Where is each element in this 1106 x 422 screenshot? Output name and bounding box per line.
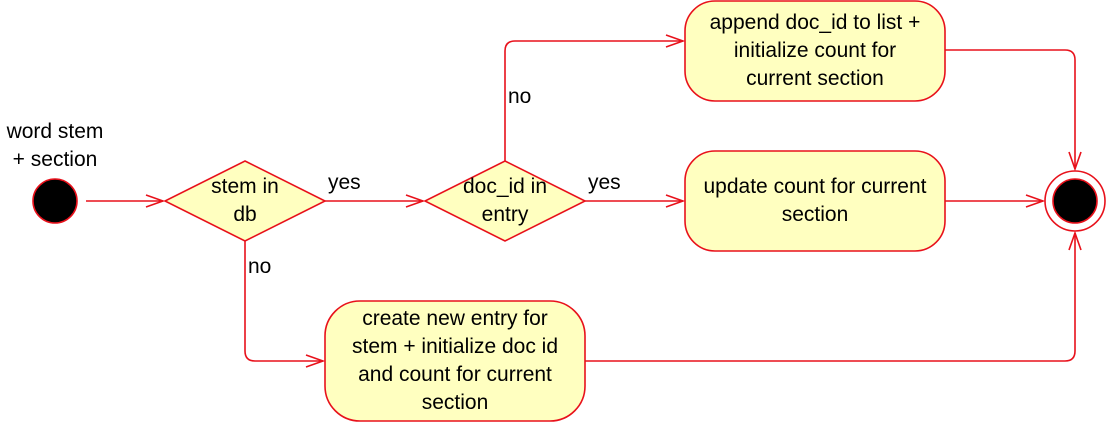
edge-label-d2-yes: yes xyxy=(588,171,621,194)
decision-doc-id-text: doc_id in entry xyxy=(445,173,565,229)
start-label-line1: word stem xyxy=(6,120,104,143)
decision-doc-id-in-entry xyxy=(423,160,587,242)
action-create-text: create new entry for stem + initialize d… xyxy=(325,301,585,421)
action-create-line2: stem + initialize doc id xyxy=(351,335,558,358)
edge-stem-in-db-no xyxy=(244,241,323,361)
decision-stem-in-db-text: stem in db xyxy=(185,173,305,229)
action-update-count xyxy=(684,150,946,252)
start-label: word stem + section xyxy=(0,118,110,174)
action-append-line1: append doc_id to list + xyxy=(709,11,921,34)
initial-node xyxy=(32,178,78,224)
action-append-line3: current section xyxy=(746,67,884,90)
final-node-center xyxy=(1052,178,1098,224)
decision-doc-id-line1: doc_id in xyxy=(462,175,548,198)
action-create-line3: and count for current xyxy=(358,363,552,386)
action-update-text: update count for current section xyxy=(685,151,945,251)
decision-stem-in-db xyxy=(163,160,327,242)
action-append-line2: initialize count for xyxy=(733,39,897,62)
decision-stem-in-db-line1: stem in xyxy=(211,175,279,198)
edge-label-d2-no: no xyxy=(508,85,532,108)
edge-append-to-end xyxy=(945,49,1075,169)
decision-doc-id-line2: entry xyxy=(481,203,529,226)
action-update-line2: section xyxy=(781,203,849,226)
action-append-text: append doc_id to list + initialize count… xyxy=(685,1,945,101)
decision-stem-in-db-line2: db xyxy=(233,203,257,226)
edge-label-d1-yes: yes xyxy=(328,171,361,194)
edge-label-d1-no: no xyxy=(248,255,272,278)
action-create-entry xyxy=(324,300,586,422)
action-create-line1: create new entry for xyxy=(362,307,548,330)
start-label-line2: + section xyxy=(12,148,98,171)
action-update-line1: update count for current xyxy=(703,175,927,198)
edge-create-to-end xyxy=(585,233,1075,362)
action-append-doc-id xyxy=(684,0,946,102)
action-create-line4: section xyxy=(421,391,489,414)
edge-doc-id-no xyxy=(504,41,683,161)
